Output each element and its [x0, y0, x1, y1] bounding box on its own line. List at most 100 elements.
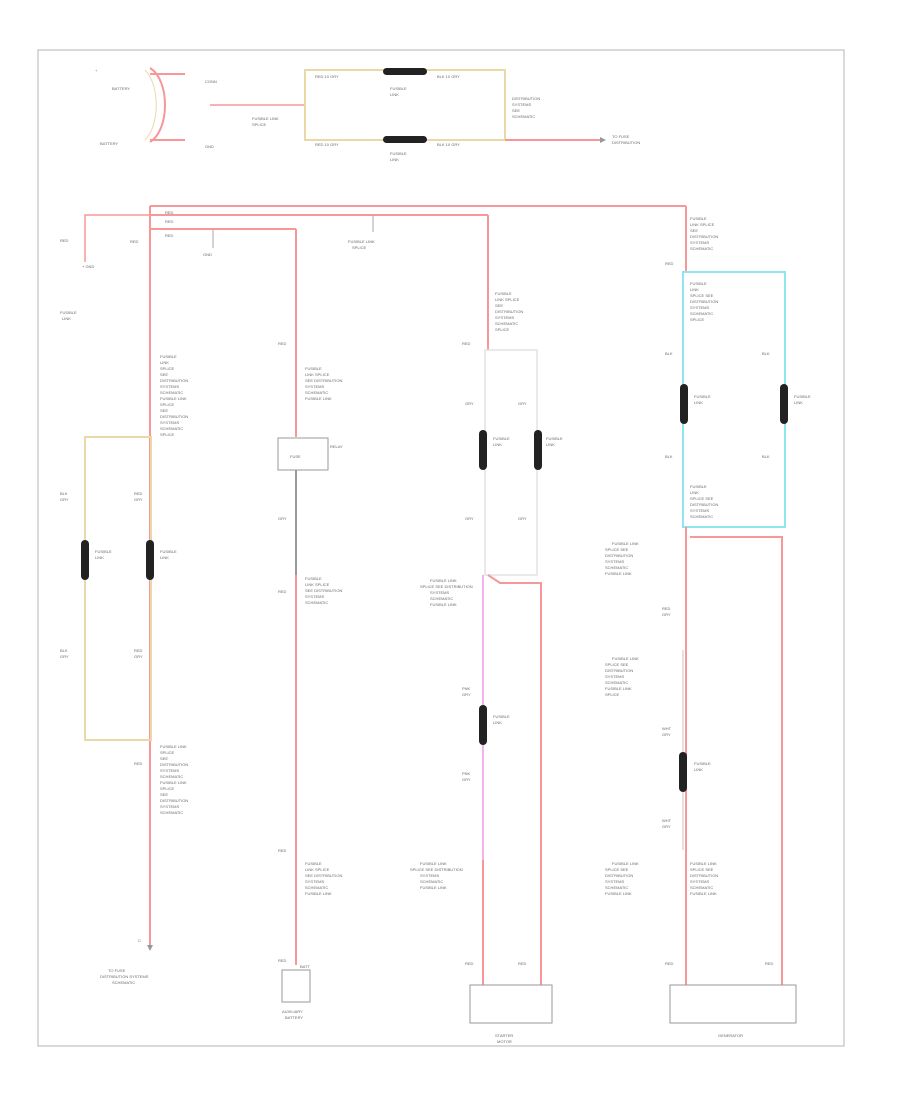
- svg-text:BLK: BLK: [60, 491, 68, 496]
- svg-text:LINK SPLICE: LINK SPLICE: [495, 297, 520, 302]
- svg-text:DISTRIBUTION SYSTEMS: DISTRIBUTION SYSTEMS: [100, 974, 149, 979]
- col3-junction-wire: [487, 574, 542, 985]
- svg-text:FUSIBLE: FUSIBLE: [60, 310, 77, 315]
- svg-text:SEE: SEE: [160, 756, 168, 761]
- svg-text:RED: RED: [765, 961, 774, 966]
- svg-text:SPLICE: SPLICE: [690, 317, 705, 322]
- svg-text:SYSTEMS: SYSTEMS: [605, 674, 624, 679]
- svg-text:FUSIBLE LINK: FUSIBLE LINK: [305, 891, 332, 896]
- svg-text:LINK: LINK: [546, 442, 555, 447]
- svg-text:SEE DISTRIBUTION: SEE DISTRIBUTION: [305, 588, 342, 593]
- svg-text:FUSIBLE: FUSIBLE: [390, 151, 407, 156]
- svg-text:SCHEMATIC: SCHEMATIC: [605, 565, 628, 570]
- svg-text:LINK SPLICE: LINK SPLICE: [305, 582, 330, 587]
- svg-text:FUSIBLE LINK: FUSIBLE LINK: [605, 686, 632, 691]
- svg-text:FUSIBLE: FUSIBLE: [493, 436, 510, 441]
- svg-text:BLK: BLK: [665, 351, 673, 356]
- svg-text:STARTER: STARTER: [495, 1033, 513, 1038]
- svg-text:SCHEMATIC: SCHEMATIC: [605, 885, 628, 890]
- svg-text:SCHEMATIC: SCHEMATIC: [690, 246, 713, 251]
- svg-text:LINK SPLICE: LINK SPLICE: [690, 222, 715, 227]
- svg-text:WHT: WHT: [662, 726, 672, 731]
- svg-text:BLK: BLK: [762, 351, 770, 356]
- svg-text:FUSIBLE: FUSIBLE: [690, 281, 707, 286]
- svg-text:DISTRIBUTION: DISTRIBUTION: [605, 668, 633, 673]
- svg-text:LINK: LINK: [95, 555, 104, 560]
- svg-text:GND: GND: [203, 252, 212, 257]
- svg-text:FUSIBLE: FUSIBLE: [390, 86, 407, 91]
- svg-text:FUSIBLE LINK: FUSIBLE LINK: [348, 239, 375, 244]
- fusible-link-icon: [146, 540, 154, 580]
- svg-text:SPLICE: SPLICE: [352, 245, 367, 250]
- svg-text:SCHEMATIC: SCHEMATIC: [690, 514, 713, 519]
- svg-text:SPLICE: SPLICE: [495, 327, 510, 332]
- main-bus: RED + GND RED RED RED RED GND FUSIBLE LI…: [60, 205, 686, 321]
- svg-text:C: C: [138, 938, 141, 943]
- svg-text:DISTRIBUTION: DISTRIBUTION: [612, 140, 640, 145]
- svg-text:BLK: BLK: [665, 454, 673, 459]
- svg-text:FUSIBLE LINK: FUSIBLE LINK: [420, 885, 447, 890]
- svg-text:SCHEMATIC: SCHEMATIC: [512, 114, 535, 119]
- svg-text:RED: RED: [134, 761, 143, 766]
- circuit-column-2: FUSE RELAY RED FUSIBLE LINK SPLICE SEE D…: [277, 229, 343, 1020]
- svg-text:FUSIBLE: FUSIBLE: [694, 394, 711, 399]
- svg-text:RED: RED: [665, 961, 674, 966]
- circuit-column-1: FUSIBLE LINK SPLICE SEE DISTRIBUTION SYS…: [60, 206, 188, 985]
- svg-text:FUSIBLE LINK: FUSIBLE LINK: [160, 396, 187, 401]
- svg-text:RED: RED: [662, 606, 671, 611]
- svg-text:GRY: GRY: [518, 516, 527, 521]
- component-box-b: [281, 969, 311, 1003]
- battery-cable: [149, 67, 166, 143]
- svg-text:FUSIBLE: FUSIBLE: [690, 484, 707, 489]
- svg-text:GRY: GRY: [462, 692, 471, 697]
- svg-text:DISTRIBUTION: DISTRIBUTION: [690, 234, 718, 239]
- svg-text:SYSTEMS: SYSTEMS: [305, 384, 324, 389]
- svg-text:FUSIBLE LINK: FUSIBLE LINK: [430, 602, 457, 607]
- svg-text:SPLICE SEE: SPLICE SEE: [605, 867, 629, 872]
- svg-text:SEE DISTRIBUTION: SEE DISTRIBUTION: [305, 378, 342, 383]
- svg-text:FUSIBLE: FUSIBLE: [305, 861, 322, 866]
- svg-text:DISTRIBUTION: DISTRIBUTION: [512, 96, 540, 101]
- svg-text:DISTRIBUTION: DISTRIBUTION: [160, 762, 188, 767]
- svg-text:FUSIBLE LINK: FUSIBLE LINK: [420, 861, 447, 866]
- svg-text:SPLICE SEE: SPLICE SEE: [690, 496, 714, 501]
- svg-text:LINK: LINK: [690, 287, 699, 292]
- svg-text:SYSTEMS: SYSTEMS: [605, 559, 624, 564]
- svg-text:RED: RED: [278, 848, 287, 853]
- svg-text:SYSTEMS: SYSTEMS: [690, 240, 709, 245]
- svg-text:GRY: GRY: [518, 401, 527, 406]
- svg-text:BATTERY: BATTERY: [112, 86, 130, 91]
- svg-text:FUSIBLE LINK: FUSIBLE LINK: [605, 891, 632, 896]
- svg-text:SYSTEMS: SYSTEMS: [160, 768, 179, 773]
- svg-text:FUSIBLE: FUSIBLE: [690, 216, 707, 221]
- svg-text:SCHEMATIC: SCHEMATIC: [605, 680, 628, 685]
- relay-icon: [277, 437, 329, 471]
- diagram-border: [37, 49, 845, 1047]
- svg-text:SCHEMATIC: SCHEMATIC: [112, 980, 135, 985]
- svg-text:RED: RED: [165, 219, 174, 224]
- svg-text:FUSIBLE LINK: FUSIBLE LINK: [612, 541, 639, 546]
- svg-text:FUSIBLE LINK: FUSIBLE LINK: [612, 861, 639, 866]
- fusible-link-icon: [479, 705, 487, 745]
- svg-text:SCHEMATIC: SCHEMATIC: [305, 390, 328, 395]
- fusible-link-icon: [780, 384, 788, 424]
- svg-text:FUSIBLE LINK: FUSIBLE LINK: [305, 396, 332, 401]
- svg-text:GRY: GRY: [134, 497, 143, 502]
- svg-text:BATTERY: BATTERY: [100, 141, 118, 146]
- svg-text:FUSIBLE LINK: FUSIBLE LINK: [605, 571, 632, 576]
- svg-text:SEE: SEE: [160, 408, 168, 413]
- svg-text:SEE: SEE: [512, 108, 520, 113]
- svg-text:SPLICE SEE: SPLICE SEE: [605, 662, 629, 667]
- svg-text:RED: RED: [130, 239, 139, 244]
- svg-text:SCHEMATIC: SCHEMATIC: [305, 600, 328, 605]
- component-box-d: [669, 984, 797, 1024]
- svg-text:SCHEMATIC: SCHEMATIC: [160, 390, 183, 395]
- svg-text:LINK SPLICE: LINK SPLICE: [305, 867, 330, 872]
- svg-text:DISTRIBUTION: DISTRIBUTION: [605, 553, 633, 558]
- svg-text:SYSTEMS: SYSTEMS: [605, 879, 624, 884]
- svg-text:SPLICE SEE: SPLICE SEE: [690, 867, 714, 872]
- svg-text:SYSTEMS: SYSTEMS: [430, 590, 449, 595]
- svg-text:SEE DISTRIBUTION: SEE DISTRIBUTION: [305, 873, 342, 878]
- fusible-link-block: RED 10 GRY BLK 10 GRY FUSIBLE LINK RED 1…: [304, 68, 640, 162]
